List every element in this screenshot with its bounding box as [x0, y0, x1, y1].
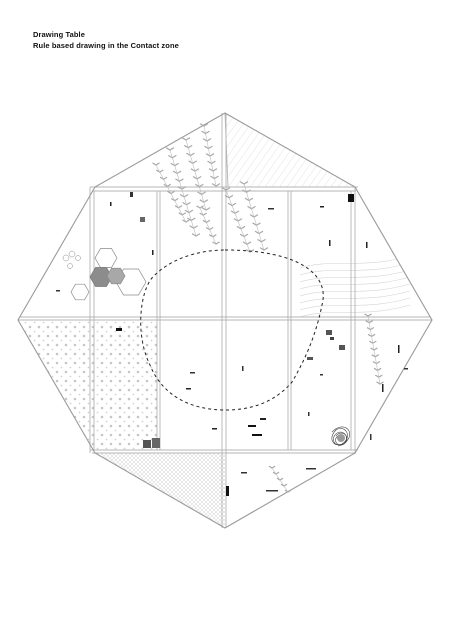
leaf-chevron — [165, 147, 175, 151]
mark-rect — [140, 217, 145, 222]
mark-rect — [116, 328, 122, 331]
wave-line — [299, 304, 411, 318]
leaf-stem — [203, 125, 217, 187]
leaf-stem — [185, 139, 207, 211]
mark-rect — [339, 345, 345, 350]
mark-rect — [186, 388, 191, 390]
leaf-stem — [225, 189, 251, 253]
mark-rect — [320, 374, 323, 376]
mark-rect — [152, 250, 154, 255]
mark-rect — [320, 206, 324, 208]
mark-rect — [252, 434, 262, 436]
mark-rect — [110, 202, 112, 206]
leaf-stem — [199, 207, 217, 245]
leaf-stem — [243, 183, 265, 251]
leaf-chevron-pattern — [152, 123, 384, 493]
wave-line — [299, 283, 411, 297]
mark-rect — [398, 345, 400, 353]
hexagon — [94, 248, 118, 268]
mark-rect — [382, 384, 384, 392]
mark-rect — [248, 425, 256, 427]
leaf-chevron — [152, 162, 160, 166]
wave-line — [299, 262, 411, 276]
title-block: Drawing Table Rule based drawing in the … — [33, 29, 179, 51]
mark-rect — [241, 472, 247, 474]
small-circle — [67, 263, 73, 269]
small-circle — [68, 250, 76, 258]
mark-rect — [130, 192, 133, 197]
wave-line — [299, 290, 411, 304]
panel-grid — [18, 112, 432, 528]
contact-zone-boundary — [140, 249, 324, 411]
dot-field — [22, 320, 157, 450]
wave-line — [299, 276, 411, 290]
mark-rect — [326, 330, 332, 335]
mark-rect — [348, 194, 354, 202]
mark-rect — [329, 240, 331, 246]
leaf-chevron — [268, 465, 276, 469]
texture-layer — [22, 113, 411, 528]
mark-rect — [212, 428, 217, 430]
hexagon-cluster — [62, 248, 147, 301]
mark-rect — [306, 468, 316, 470]
drawing-title: Drawing Table — [33, 30, 86, 39]
wave-line — [299, 255, 411, 269]
mark-rect — [242, 366, 244, 371]
wave-line — [299, 297, 411, 311]
mark-rect — [143, 440, 151, 448]
drawing-subtitle: Rule based drawing in the Contact zone — [33, 41, 179, 50]
mark-rect — [190, 372, 195, 374]
leaf-stem — [271, 467, 289, 493]
hexagon — [89, 267, 113, 287]
leaf-stem — [169, 149, 197, 237]
mark-rect — [370, 434, 372, 440]
mark-rect — [152, 438, 160, 448]
mark-rect — [308, 412, 310, 416]
mark-rect — [404, 368, 408, 370]
mark-rect — [330, 337, 334, 340]
hexagon — [106, 267, 126, 285]
mark-rect — [266, 490, 278, 492]
leaf-stem — [367, 315, 381, 385]
mark-rect — [260, 418, 266, 420]
mark-rect — [366, 242, 368, 248]
panel-line — [224, 112, 229, 188]
wave-line — [299, 269, 411, 283]
small-marks — [56, 192, 408, 496]
octagon-outline — [17, 112, 433, 529]
scribble-mark — [331, 426, 351, 447]
hexagon — [70, 283, 90, 301]
mark-rect — [226, 486, 229, 496]
mark-rect — [56, 290, 60, 292]
leaf-chevron — [181, 137, 191, 141]
mark-rect — [307, 357, 313, 360]
small-circle — [62, 254, 70, 262]
wave-lines — [299, 255, 411, 318]
leaf-stem — [155, 164, 187, 223]
mark-rect — [268, 208, 274, 210]
small-circle — [75, 255, 81, 261]
leaf-chevron — [364, 313, 372, 317]
